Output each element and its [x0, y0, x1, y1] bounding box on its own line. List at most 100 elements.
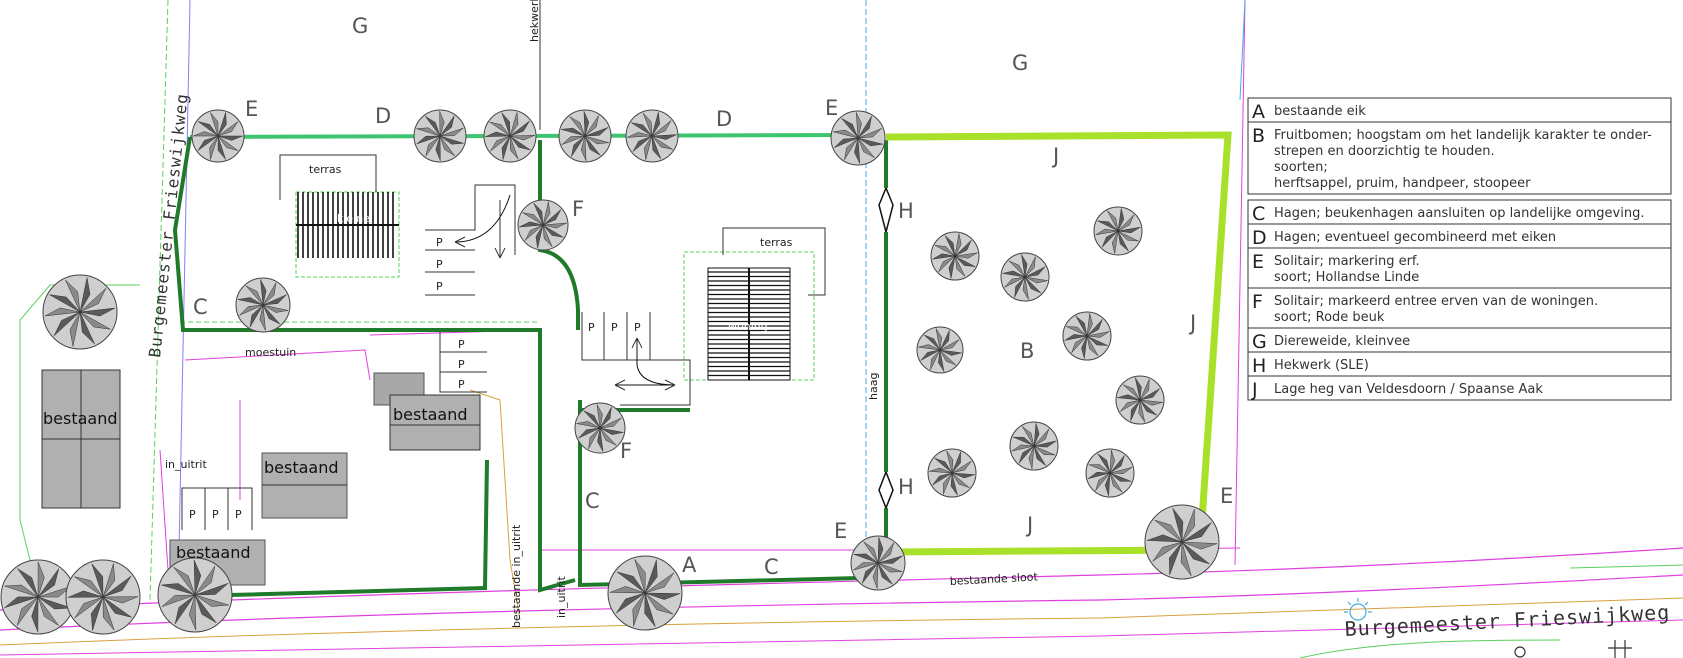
label-terras-left: terras	[309, 163, 342, 176]
house-woning	[683, 227, 826, 381]
legend-key: B	[1252, 125, 1265, 147]
legend-text: Hagen; beukenhagen aansluiten op landeli…	[1274, 206, 1644, 221]
parking-area-bottom	[181, 487, 253, 530]
road-label-vertical: Burgemeester Frieswijkweg	[145, 92, 192, 358]
zone-f-top: F	[572, 197, 584, 221]
parking-p: P	[588, 321, 595, 334]
zone-a-bottom: A	[682, 553, 697, 577]
tree-icon	[1093, 206, 1143, 256]
zone-c-bottom: C	[764, 555, 779, 579]
building-bestaand-1	[41, 369, 121, 509]
house-kleine	[279, 154, 400, 278]
tree-icon	[517, 199, 569, 251]
zone-f-bottom: F	[620, 439, 632, 463]
label-bestaande-sloot: bestaande sloot	[949, 570, 1038, 588]
building-label-1: bestaand	[43, 409, 118, 428]
parking-p: P	[458, 378, 465, 391]
tree-icon	[1144, 504, 1220, 580]
road-symbols	[1344, 598, 1632, 658]
tree-icon	[483, 109, 537, 163]
parking-p: P	[458, 358, 465, 371]
zone-c-mid: C	[585, 489, 600, 513]
trees-layer	[0, 109, 1220, 635]
legend-key: F	[1252, 291, 1263, 313]
legend-text: soort; Rode beuk	[1274, 310, 1385, 325]
building-label-4: bestaand	[176, 543, 251, 562]
parking-p: P	[212, 508, 219, 521]
label-kleine-woning: kleine	[337, 212, 370, 225]
tree-icon	[1115, 375, 1165, 425]
parking-area-small	[439, 332, 487, 393]
tree-icon	[927, 448, 977, 498]
parking-p: P	[189, 508, 196, 521]
tree-icon	[42, 274, 118, 350]
tree-icon	[625, 109, 679, 163]
parking-p: P	[611, 321, 618, 334]
tree-icon	[574, 402, 626, 454]
parking-p: P	[436, 236, 443, 249]
tree-icon	[558, 109, 612, 163]
hedge-j-lime	[885, 131, 1232, 556]
zone-j-top: J	[1051, 144, 1059, 168]
building-bestaand-2	[373, 372, 481, 451]
zone-d-right: D	[716, 107, 732, 131]
tree-icon	[191, 109, 245, 163]
zone-e-tl: E	[245, 97, 258, 121]
gates-h	[878, 187, 894, 509]
zone-e-tm: E	[825, 96, 838, 120]
zone-c-left: C	[193, 295, 208, 319]
tree-icon	[916, 326, 964, 374]
zone-j-right: J	[1188, 311, 1196, 335]
legend-text: Fruitbomen; hoogstam om het landelijk ka…	[1274, 128, 1652, 143]
tree-icon	[830, 110, 886, 166]
tree-icon	[0, 559, 76, 635]
label-in-uitrit-left: in_uitrit	[165, 458, 207, 471]
parking-p: P	[436, 280, 443, 293]
parking-area-top	[425, 184, 516, 296]
parking-p: P	[436, 258, 443, 271]
zone-h-top: H	[898, 199, 914, 223]
legend-text: herftsappel, pruim, handpeer, stoopeer	[1274, 176, 1531, 191]
legend-row: B Fruitbomen; hoogstam om het landelijk k…	[1247, 121, 1672, 195]
legend-key: J	[1251, 379, 1258, 401]
zone-d-left: D	[375, 104, 391, 128]
parking-p: P	[634, 321, 641, 334]
legend-key: G	[1252, 331, 1267, 353]
building-label-3: bestaand	[264, 458, 339, 477]
parking-p: P	[458, 338, 465, 351]
zone-e-br: E	[1220, 484, 1233, 508]
legend-key: C	[1252, 203, 1265, 225]
label-in-uitrit-bottom: in_uitrit	[555, 576, 568, 618]
legend-row: J Lage heg van Veldesdoorn / Spaanse Aak	[1247, 375, 1672, 401]
label-haag: haag	[867, 373, 880, 400]
tree-icon	[1062, 311, 1112, 361]
tree-icon	[607, 555, 683, 631]
tree-icon	[1085, 448, 1135, 498]
tree-icon	[157, 557, 233, 633]
label-moestuin: moestuin	[245, 346, 296, 359]
label-hekwerk: hekwerk	[528, 0, 541, 42]
tree-icon	[65, 559, 141, 635]
building-label-2: bestaand	[393, 405, 468, 424]
building-bestaand-3	[261, 452, 348, 519]
parking-p: P	[235, 508, 242, 521]
label-terras-right: terras	[760, 236, 793, 249]
zone-g-left: G	[352, 14, 368, 38]
legend-key: D	[1252, 227, 1267, 249]
label-woning: woning	[728, 320, 768, 333]
legend-text: Lage heg van Veldesdoorn / Spaanse Aak	[1274, 382, 1543, 397]
tree-icon	[930, 231, 980, 281]
legend-key: A	[1252, 101, 1265, 123]
legend-key: E	[1252, 251, 1264, 273]
legend-text: Solitair; markering erf.	[1274, 254, 1420, 269]
road-label-horizontal: Burgemeester Frieswijkweg	[1344, 600, 1671, 641]
legend-text: Hekwerk (SLE)	[1274, 358, 1369, 373]
tree-icon	[1009, 421, 1059, 471]
